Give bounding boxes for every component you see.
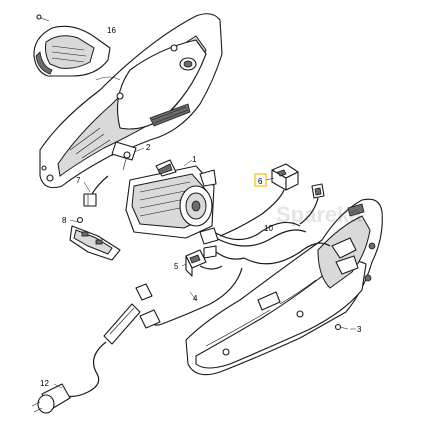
part-1-motor (125, 159, 217, 239)
part-12-power-cord (31, 283, 161, 414)
label-part-12: 12 (40, 379, 49, 388)
label-part-4: 4 (193, 294, 198, 303)
wiring-harness (199, 213, 307, 260)
watermark-text: Spareka (276, 202, 362, 227)
label-part-1: 1 (192, 155, 197, 164)
part-8-plate (69, 216, 121, 261)
part-2-screw (122, 147, 145, 171)
label-part-16: 16 (107, 26, 116, 35)
part-6-connector (254, 163, 299, 215)
switch-small (299, 183, 325, 225)
label-part-6: 6 (258, 177, 263, 186)
label-part-8: 8 (62, 216, 67, 225)
part-16-cover (33, 25, 111, 77)
label-part-7: 7 (76, 176, 81, 185)
label-part-2: 2 (146, 143, 151, 152)
part-3-screw (334, 323, 356, 331)
label-part-5: 5 (174, 262, 179, 271)
back-housing-shell (39, 13, 223, 189)
label-part-3: 3 (357, 325, 362, 334)
screw-top-left (36, 14, 50, 22)
main-housing (185, 198, 383, 376)
part-7-cable (83, 175, 109, 207)
part-5-switch (181, 249, 223, 277)
label-part-10: 10 (264, 224, 273, 233)
